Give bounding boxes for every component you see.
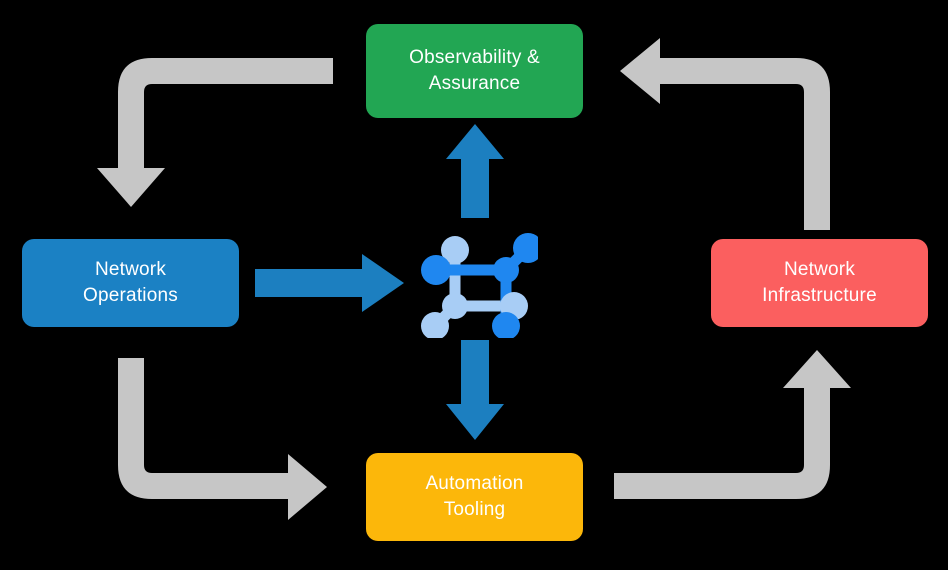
- box-network-operations-label: Network Operations: [83, 259, 178, 306]
- box-automation-tooling-label: Automation Tooling: [425, 473, 524, 520]
- arrow-center-to-automation: [446, 340, 504, 440]
- arrow-operations-to-automation: [118, 358, 327, 520]
- box-network-infrastructure[interactable]: Network Infrastructure: [711, 239, 928, 327]
- network-topology-icon: [421, 233, 538, 338]
- box-automation-tooling[interactable]: Automation Tooling: [366, 453, 583, 541]
- box-observability-assurance[interactable]: Observability & Assurance: [366, 24, 583, 118]
- arrow-observability-to-operations: [97, 58, 333, 207]
- box-observability-assurance-label: Observability & Assurance: [409, 47, 540, 94]
- arrow-infrastructure-to-observability: [620, 38, 830, 230]
- arrow-operations-to-center: [255, 254, 404, 312]
- box-network-operations[interactable]: Network Operations: [22, 239, 239, 327]
- arrow-automation-to-infrastructure: [614, 350, 851, 499]
- topology-nodes: [421, 233, 538, 338]
- box-network-infrastructure-label: Network Infrastructure: [762, 259, 877, 306]
- arrow-center-to-observability: [446, 124, 504, 218]
